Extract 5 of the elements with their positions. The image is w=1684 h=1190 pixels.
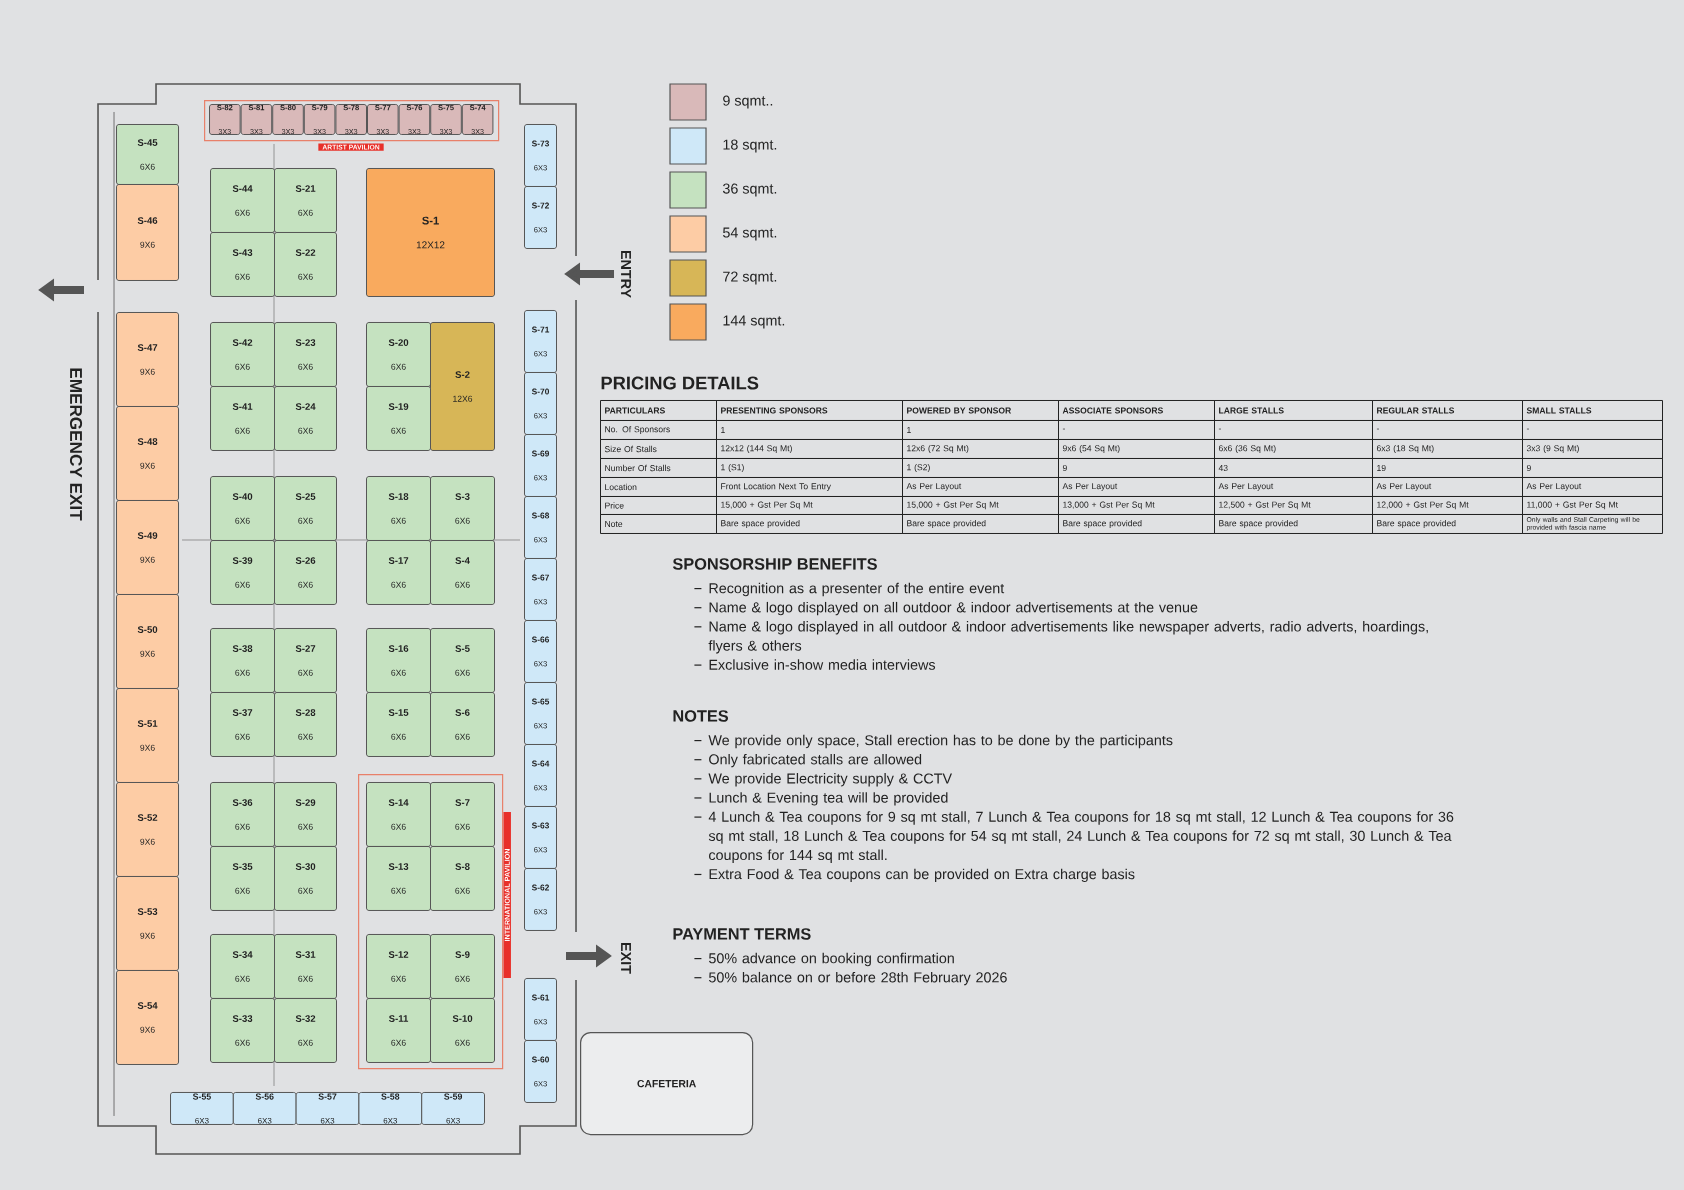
section-heading: NOTES — [673, 710, 729, 722]
section-heading: SPONSORSHIP BENEFITS — [672, 558, 877, 570]
section-heading: PAYMENT TERMS — [673, 928, 811, 940]
section-heading: PRICING DETAILS — [601, 376, 759, 390]
exit-label: EMERGENCY EXIT — [69, 368, 83, 521]
